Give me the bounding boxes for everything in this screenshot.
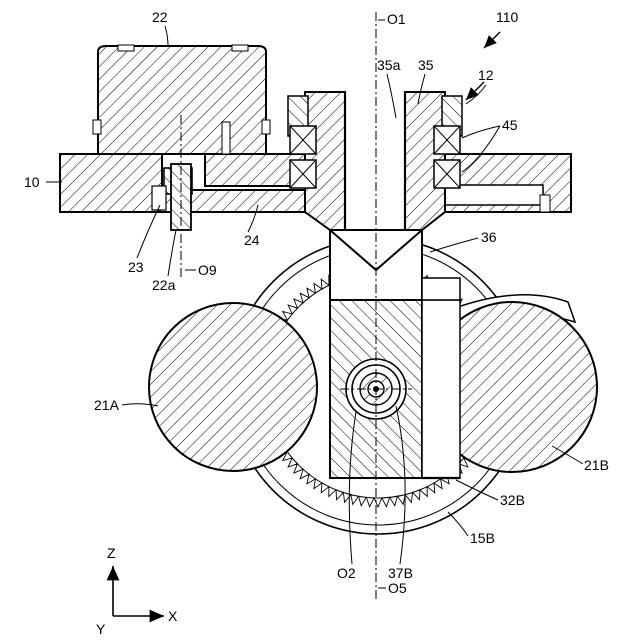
label-35: 35 bbox=[418, 57, 434, 73]
label-o2: O2 bbox=[337, 565, 356, 581]
label-15b: 15B bbox=[470, 530, 495, 546]
label-35a: 35a bbox=[377, 57, 401, 73]
label-110: 110 bbox=[496, 9, 519, 25]
label-32b: 32B bbox=[500, 492, 525, 508]
label-45: 45 bbox=[502, 117, 518, 133]
label-10: 10 bbox=[24, 174, 40, 190]
label-21a: 21A bbox=[94, 397, 120, 413]
label-36: 36 bbox=[481, 229, 497, 245]
label-y: Y bbox=[96, 621, 106, 637]
label-o1: O1 bbox=[387, 11, 406, 27]
label-24: 24 bbox=[244, 232, 260, 248]
label-37b: 37B bbox=[388, 565, 413, 581]
roller-21a bbox=[149, 303, 317, 471]
label-21b: 21B bbox=[584, 457, 609, 473]
label-12: 12 bbox=[478, 67, 494, 83]
label-z: Z bbox=[107, 545, 116, 561]
label-o9: O9 bbox=[198, 262, 217, 278]
arrow-110 bbox=[484, 32, 500, 48]
label-o5: O5 bbox=[388, 580, 407, 596]
label-22: 22 bbox=[152, 9, 168, 25]
label-22a: 22a bbox=[152, 277, 176, 293]
label-23: 23 bbox=[128, 259, 144, 275]
label-x: X bbox=[168, 608, 178, 624]
